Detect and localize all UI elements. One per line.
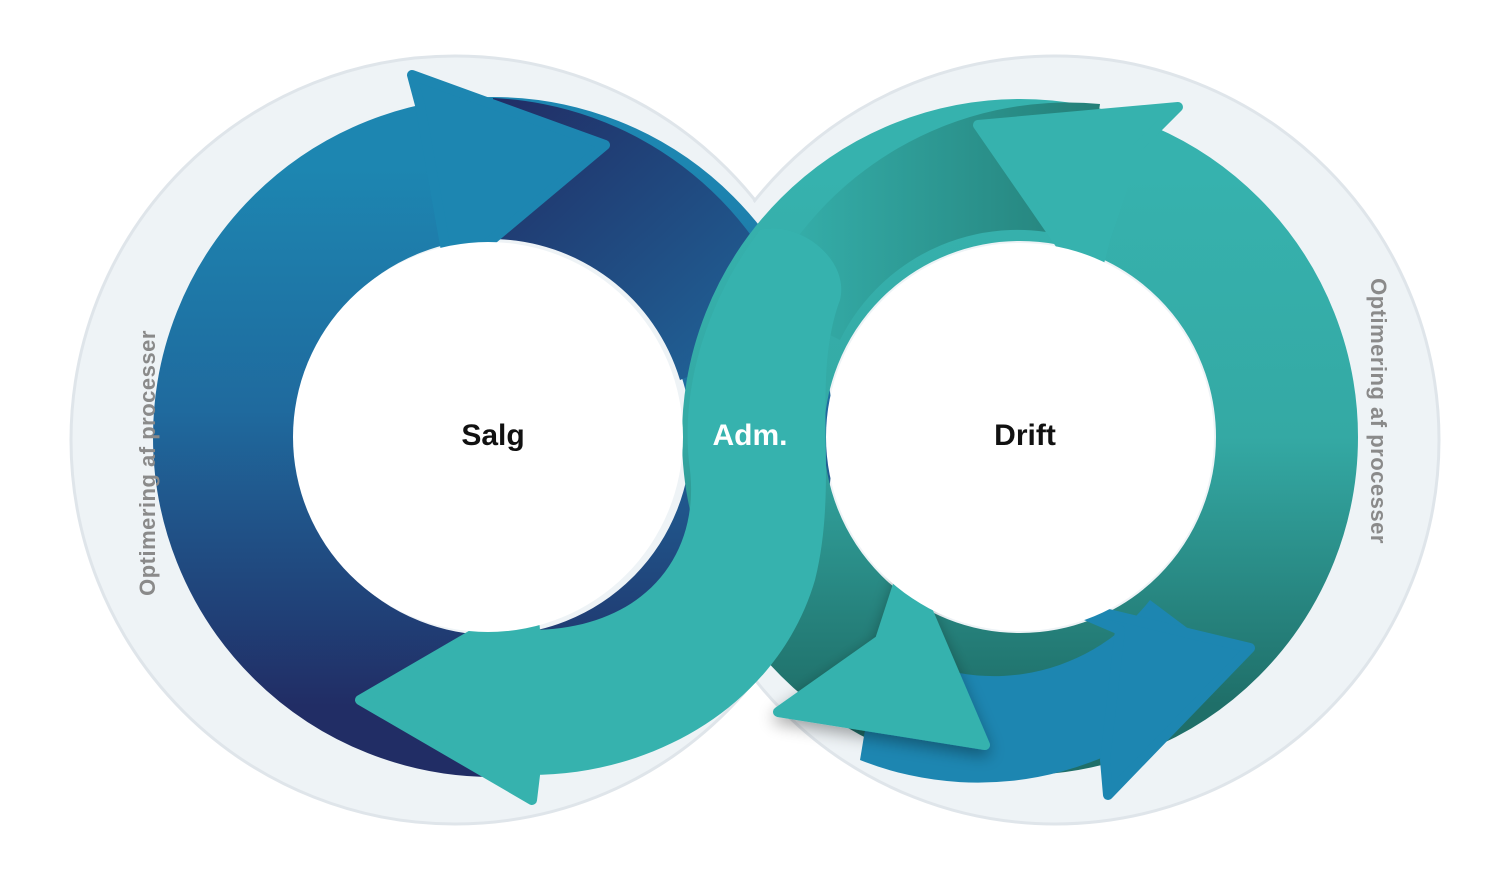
right-bottom-arrowhead: [1045, 595, 1255, 800]
left-side-label: Optimering af processer: [135, 330, 160, 596]
right-center-hole: [826, 243, 1214, 631]
middle-bottom-arrowhead: [773, 555, 990, 750]
left-center-label: Salg: [461, 419, 525, 452]
middle-label: Adm.: [712, 419, 788, 452]
left-center-hole: [293, 242, 683, 632]
right-side-label: Optimering af processer: [1366, 278, 1391, 544]
right-center-label: Drift: [994, 419, 1056, 452]
middle-teal-band: [530, 228, 842, 776]
